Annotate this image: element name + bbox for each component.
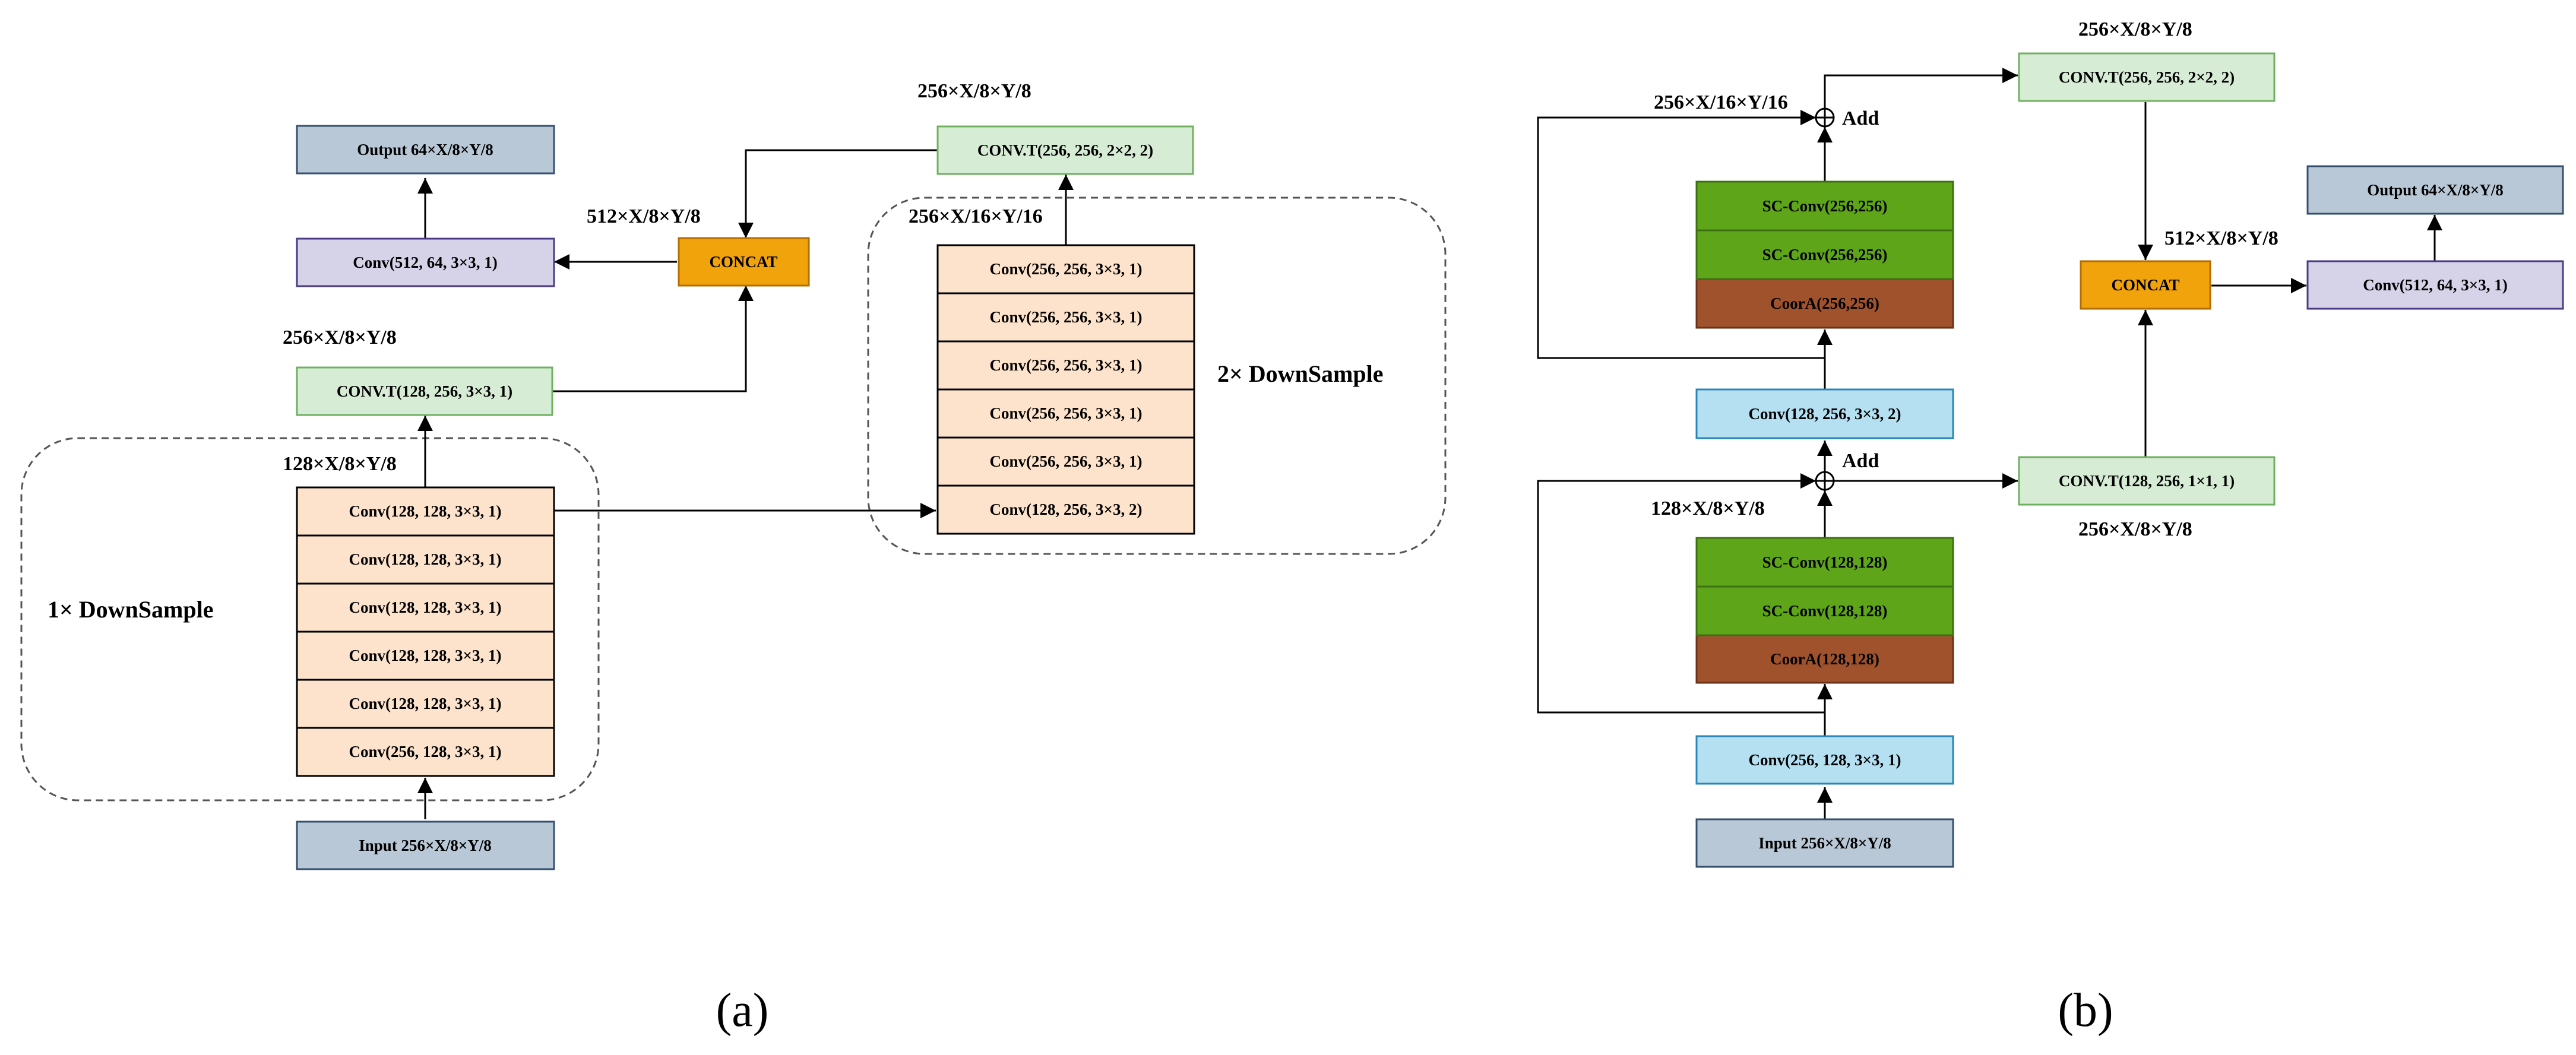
input-box [296,820,555,870]
coora-256-label: CoorA(256,256) [1770,294,1879,312]
sc-conv-256-b-label: SC-Conv(256,256) [1762,246,1888,264]
layer-label: Conv(256, 256, 3×3, 1) [990,260,1143,278]
add-top-label: Add [1842,107,1879,129]
convt-bottom-box-b [2018,456,2276,506]
layer-label: Conv(256, 128, 3×3, 1) [349,743,502,761]
downsample-1x-stack: Conv(128, 128, 3×3, 1) Conv(128, 128, 3×… [296,486,555,777]
layer-box [936,244,1195,294]
concat-dim-label-b: 512×X/8×Y/8 [2164,227,2278,249]
layer-box [296,727,555,777]
layer-box [936,388,1195,439]
sc-conv-256-a-label: SC-Conv(256,256) [1762,197,1888,215]
convt-top-box [936,125,1194,175]
layer-label: Conv(128, 128, 3×3, 1) [349,598,502,616]
panel-a-connectors [417,149,1074,819]
conv-512-64-box [296,237,555,287]
caption-a: (a) [716,984,769,1037]
downsample-2x-label: 2× DownSample [1217,360,1384,387]
downsample-2x-group [867,197,1447,555]
layer-box [936,484,1195,535]
input-label-b: Input 256×X/8×Y/8 [1758,834,1891,852]
sc-conv-256-a-box [1695,180,1954,232]
layer-label: Conv(256, 256, 3×3, 1) [990,308,1143,326]
conv-256-128-label: Conv(256, 128, 3×3, 1) [1749,751,1901,769]
layer-box [296,631,555,681]
concat-label-b: CONCAT [2111,276,2179,294]
downsample-2x-stack: Conv(256, 256, 3×3, 1) Conv(256, 256, 3×… [936,244,1195,535]
coora-256-box [1695,278,1954,329]
panel-a: Output 64×X/8×Y/8 Conv(512, 64, 3×3, 1) … [20,80,1447,1037]
layer-box [936,292,1195,343]
layer-box [296,582,555,633]
top-dim-label-b: 256×X/8×Y/8 [2078,18,2192,40]
sc-conv-128-b-box [1695,585,1954,636]
sc-conv-128-a-box [1695,537,1954,588]
downsample-1x-label: 1× DownSample [48,596,214,623]
concat-box [678,237,810,287]
layer-label: Conv(128, 128, 3×3, 1) [349,695,502,712]
input-box-b [1695,818,1954,868]
caption-b: (b) [2058,984,2113,1037]
conv-256-128-box [1695,735,1954,785]
layer-box [296,679,555,729]
concat-box-b [2080,260,2211,310]
output-label: Output 64×X/8×Y/8 [357,141,493,159]
convt-bottom-dim-label-b: 256×X/8×Y/8 [2078,518,2192,540]
output-box [296,125,555,175]
layer-label: Conv(256, 256, 3×3, 1) [990,404,1143,422]
conv-512-64-label-b: Conv(512, 64, 3×3, 1) [2363,276,2507,294]
convt-top-label-b: CONV.T(256, 256, 2×2, 2) [2059,68,2235,86]
layer-label: Conv(128, 128, 3×3, 1) [349,647,502,664]
layer-box [936,436,1195,487]
output-label-b: Output 64×X/8×Y/8 [2367,181,2504,199]
concat-dim-label: 512×X/8×Y/8 [587,205,701,227]
input-label: Input 256×X/8×Y/8 [359,837,492,854]
add-bottom-dim-label: 128×X/8×Y/8 [1651,498,1765,519]
add-circle-bottom [1815,471,1835,491]
add-circle-top [1815,107,1835,128]
conv-128-256-label: Conv(128, 256, 3×3, 2) [1749,405,1901,423]
layer-box [936,340,1195,391]
down2-dim-label: 256×X/16×Y/16 [909,205,1043,227]
convt-top-dim-label: 256×X/8×Y/8 [917,80,1031,102]
add-top-dim-label: 256×X/16×Y/16 [1654,91,1788,113]
sc-conv-128-b-label: SC-Conv(128,128) [1762,602,1888,620]
downsample-1x-group [20,437,600,801]
conv-512-64-box-b [2306,260,2564,310]
convt-mid-dim-label: 256×X/8×Y/8 [283,327,397,349]
convt-top-box-b [2018,52,2276,102]
output-box-b [2306,165,2564,215]
sc-conv-128-a-label: SC-Conv(128,128) [1762,553,1888,571]
down1-dim-label: 128×X/8×Y/8 [283,453,397,475]
concat-label: CONCAT [709,253,777,271]
layer-box [296,486,555,537]
panel-b: Input 256×X/8×Y/8 Conv(256, 128, 3×3, 1)… [1537,18,2564,1037]
layer-label: Conv(256, 256, 3×3, 1) [990,356,1143,374]
layer-label: Conv(128, 128, 3×3, 1) [349,550,502,568]
convt-top-label: CONV.T(256, 256, 2×2, 2) [977,141,1153,159]
panel-b-connectors [1537,68,2442,819]
layer-label: Conv(128, 128, 3×3, 1) [349,502,502,520]
conv-512-64-label: Conv(512, 64, 3×3, 1) [353,254,497,271]
layer-label: Conv(256, 256, 3×3, 1) [990,452,1143,470]
coora-128-label: CoorA(128,128) [1770,650,1879,668]
convt-mid-box [296,366,553,416]
layer-label: Conv(128, 256, 3×3, 2) [990,500,1143,518]
add-bottom-label: Add [1842,450,1879,472]
convt-bottom-label-b: CONV.T(128, 256, 1×1, 1) [2059,472,2235,490]
coora-128-box [1695,634,1954,684]
convt-mid-label: CONV.T(128, 256, 3×3, 1) [337,382,512,400]
conv-128-256-box [1695,388,1954,439]
